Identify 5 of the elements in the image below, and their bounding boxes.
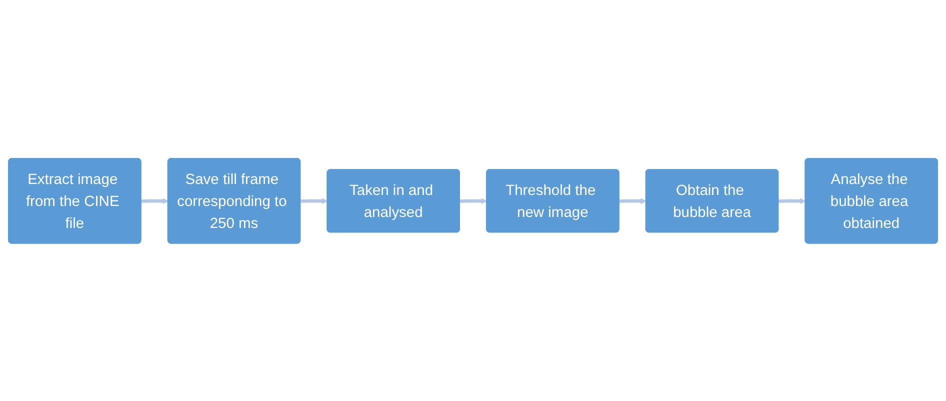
arrow <box>141 198 168 204</box>
arrow <box>460 198 487 204</box>
arrow <box>778 198 806 204</box>
arrow <box>619 198 646 204</box>
arrow <box>300 198 328 204</box>
